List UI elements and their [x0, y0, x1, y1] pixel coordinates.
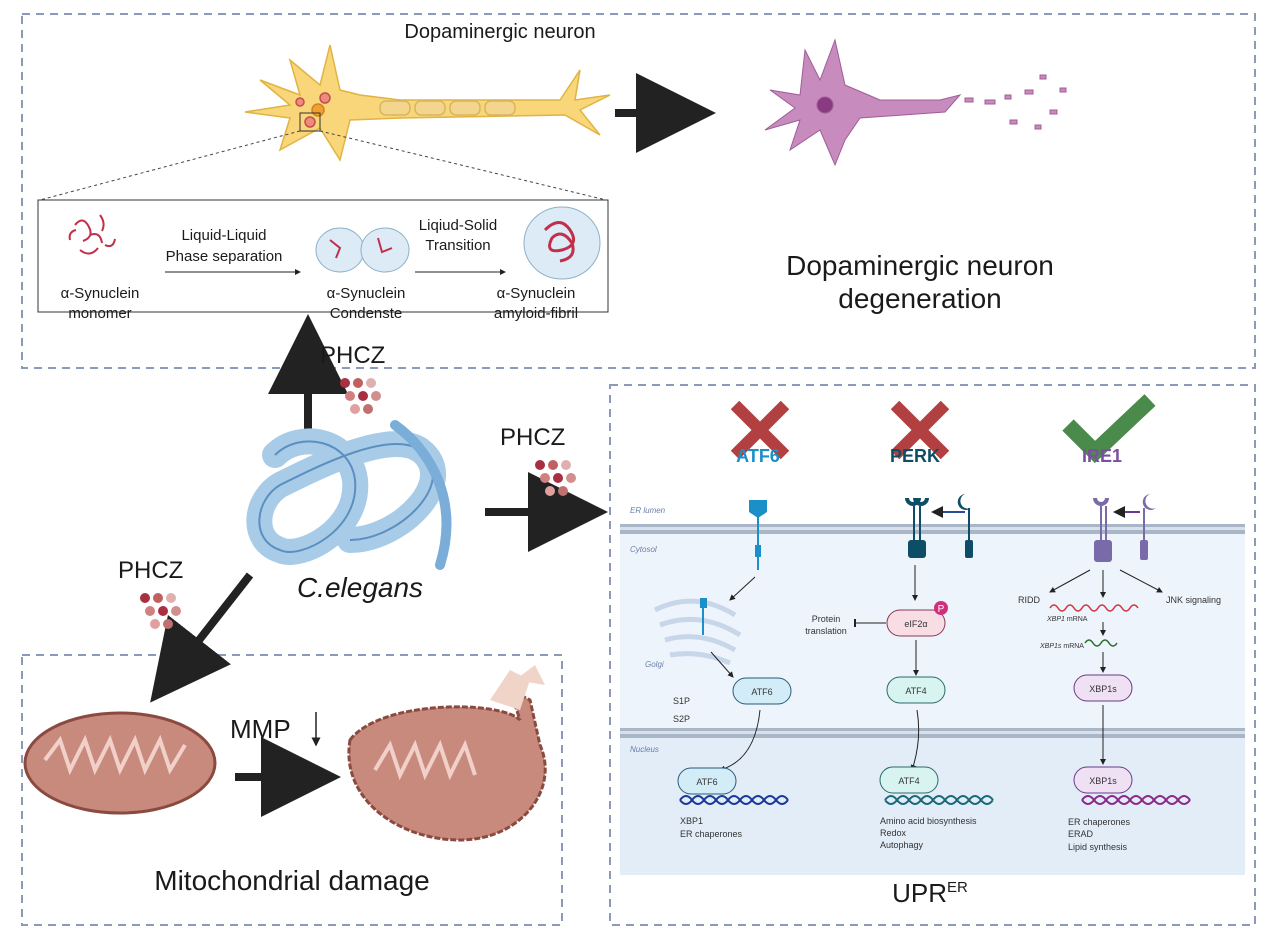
phcz-label-down: PHCZ — [118, 557, 183, 584]
lst-label-2: Transition — [425, 237, 490, 254]
llps-label-2: Phase separation — [166, 248, 283, 265]
fibril-icon — [523, 206, 601, 280]
mito-title: Mitochondrial damage — [154, 865, 430, 896]
jnk-label: JNK signaling — [1166, 595, 1221, 605]
monomer-label: α-Synuclein — [61, 285, 140, 302]
atf6-cross-icon — [730, 400, 790, 460]
condensate-label-2: Condenste — [330, 305, 403, 322]
atf4-nucleus-box — [879, 766, 939, 794]
cytosol-label: Cytosol — [630, 545, 657, 554]
ire1-check-icon — [1062, 394, 1156, 464]
ire1-branch-label: IRE1 — [1082, 446, 1122, 466]
degenerated-neuron-illustration — [764, 38, 1067, 167]
healthy-mitochondrion-icon — [23, 711, 217, 815]
fibril-label-2: amyloid-fibril — [494, 305, 578, 322]
atf6-nucleus-box — [677, 767, 737, 795]
top-panel-border — [21, 13, 1256, 369]
golgi-label: Golgi — [645, 660, 664, 669]
perk-target: Autophagy — [880, 840, 924, 850]
perk-target: Amino acid biosynthesis — [880, 816, 977, 826]
ire1-target: Lipid synthesis — [1068, 842, 1128, 852]
atf4-cytosol-label: ATF4 — [905, 686, 926, 696]
nucleus-label: Nucleus — [630, 745, 659, 754]
s2p-label: S2P — [673, 714, 690, 724]
atf6-branch-label: ATF6 — [736, 446, 780, 466]
phcz-label-up: PHCZ — [320, 342, 385, 369]
phcz-dots-right — [535, 460, 576, 496]
phospho-label: P — [938, 604, 945, 615]
llps-label: Liquid-Liquid — [181, 227, 266, 244]
protein-translation-label-2: translation — [805, 626, 847, 636]
xbp1s-cytosol-label: XBP1s — [1089, 684, 1117, 694]
ire1-sensor-icon — [1093, 494, 1156, 562]
phcz-dots-up — [340, 378, 381, 414]
phospho-badge — [934, 601, 948, 615]
damaged-mitochondrion-icon — [347, 665, 547, 842]
xbp1s-cytosol-box — [1073, 674, 1133, 702]
atf6-target: ER chaperones — [680, 829, 743, 839]
upr-panel-border — [609, 384, 1256, 926]
perk-sensor-icon — [905, 494, 973, 558]
xbp1s-nucleus-box — [1073, 766, 1133, 794]
atf6-nucleus-label: ATF6 — [696, 777, 717, 787]
xbp1-mrna-icon — [1049, 604, 1139, 612]
condensate-label: α-Synuclein — [327, 285, 406, 302]
phcz-dots-down — [140, 593, 181, 629]
fibril-label: α-Synuclein — [497, 285, 576, 302]
arrow-down-left — [150, 572, 254, 703]
s1p-label: S1P — [673, 696, 690, 706]
mito-panel-border — [21, 654, 563, 926]
monomer-label-2: monomer — [68, 305, 131, 322]
degeneration-label-line1: Dopaminergic neuron — [786, 250, 1054, 281]
xbp1s-mrna-icon — [1084, 639, 1118, 647]
golgi-icon — [653, 598, 742, 666]
atf4-dna-icon — [884, 795, 994, 805]
zoom-region-marker — [299, 112, 321, 132]
atf6-cytosol-box — [732, 677, 792, 705]
eif2a-label: eIF2α — [904, 619, 927, 629]
organism-label: C.elegans — [297, 572, 423, 603]
healthy-neuron-illustration — [244, 44, 611, 162]
mmp-label: MMP — [230, 714, 291, 744]
atf6-dna-icon — [679, 795, 789, 805]
atf4-cytosol-box — [886, 676, 946, 704]
xbp1s-mrna-label: XBP1s mRNA — [1039, 643, 1084, 650]
perk-cross-icon — [890, 400, 950, 460]
atf6-target: XBP1 — [680, 816, 703, 826]
perk-branch-label: PERK — [890, 446, 940, 466]
lst-label: Liqiud-Solid — [419, 217, 497, 234]
atf6-golgi-icon — [700, 598, 707, 635]
protein-translation-label: Protein — [812, 614, 841, 624]
xbp1s-dna-icon — [1081, 795, 1191, 805]
atf6-cytosol-label: ATF6 — [751, 687, 772, 697]
neuron-title: Dopaminergic neuron — [404, 21, 595, 43]
perk-target: Redox — [880, 828, 907, 838]
xbp1s-nucleus-label: XBP1s — [1089, 776, 1117, 786]
eif2a-box — [886, 609, 946, 637]
atf6-sensor-icon — [749, 500, 767, 570]
upr-title: UPRER — [892, 878, 968, 908]
er-lumen-label: ER lumen — [630, 506, 666, 515]
atf4-nucleus-label: ATF4 — [898, 776, 919, 786]
ire1-target: ER chaperones — [1068, 817, 1131, 827]
ridd-label: RIDD — [1018, 595, 1040, 605]
condensate-icon — [315, 227, 410, 273]
monomer-icon — [68, 214, 116, 255]
xbp1-mrna-label: XBP1 mRNA — [1046, 616, 1088, 623]
ire1-target: ERAD — [1068, 829, 1094, 839]
c-elegans-illustration — [246, 420, 452, 570]
degeneration-label-line2: degeneration — [838, 283, 1001, 314]
phcz-label-right: PHCZ — [500, 424, 565, 451]
